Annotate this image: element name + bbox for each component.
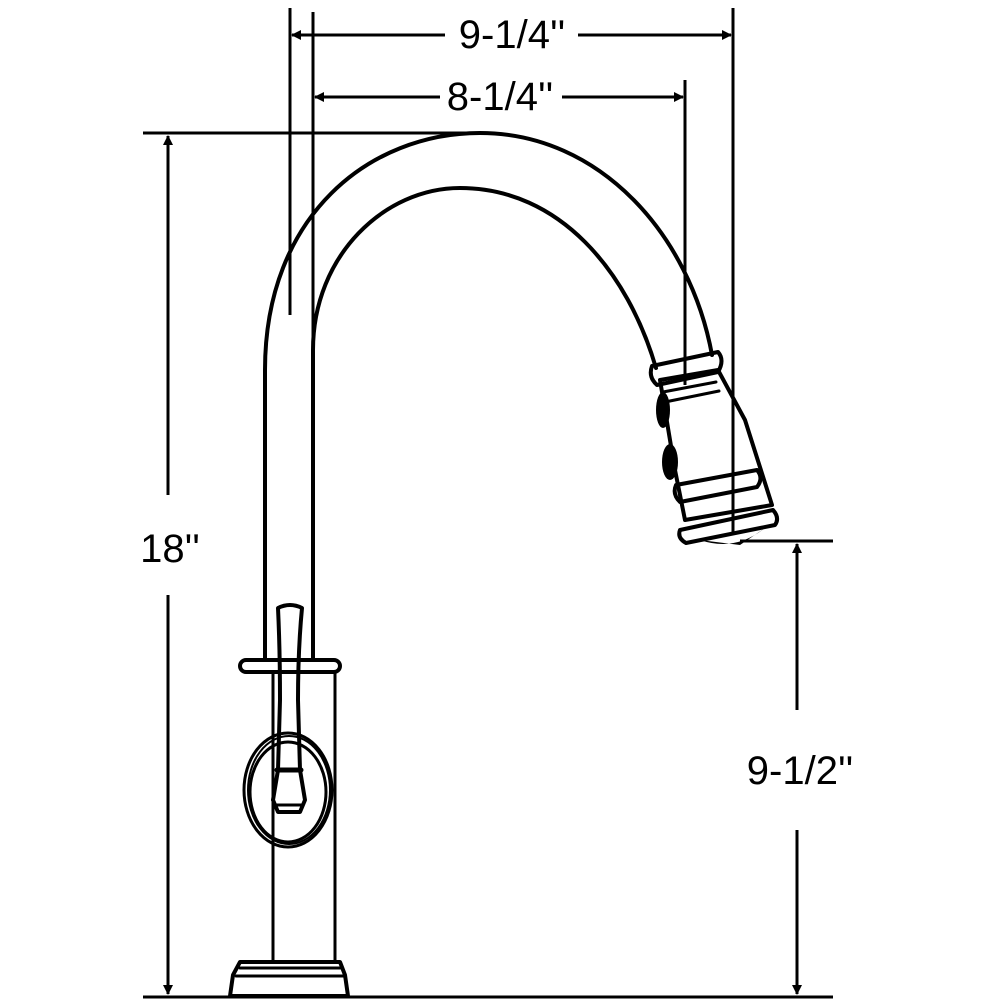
dimension-reach-inner: 8-1/4'' [314, 75, 684, 119]
sprayer-head [648, 350, 780, 545]
extension-lines [143, 8, 833, 999]
dimension-label-reach-outer: 9-1/4'' [459, 13, 565, 57]
spray-button-icon [662, 444, 678, 480]
dimension-label-spout-clearance: 9-1/2'' [747, 749, 853, 793]
dimension-reach-outer: 9-1/4'' [291, 13, 732, 57]
dimension-label-reach-inner: 8-1/4'' [447, 75, 553, 119]
faucet-spout [263, 131, 714, 662]
dimension-spout-clearance: 9-1/2'' [747, 543, 853, 995]
faucet-body [228, 658, 350, 998]
faucet-handle[interactable] [242, 603, 334, 849]
spray-button-icon [656, 392, 670, 428]
dimension-height-total: 18'' [140, 135, 200, 995]
dimension-label-height-total: 18'' [140, 527, 200, 571]
